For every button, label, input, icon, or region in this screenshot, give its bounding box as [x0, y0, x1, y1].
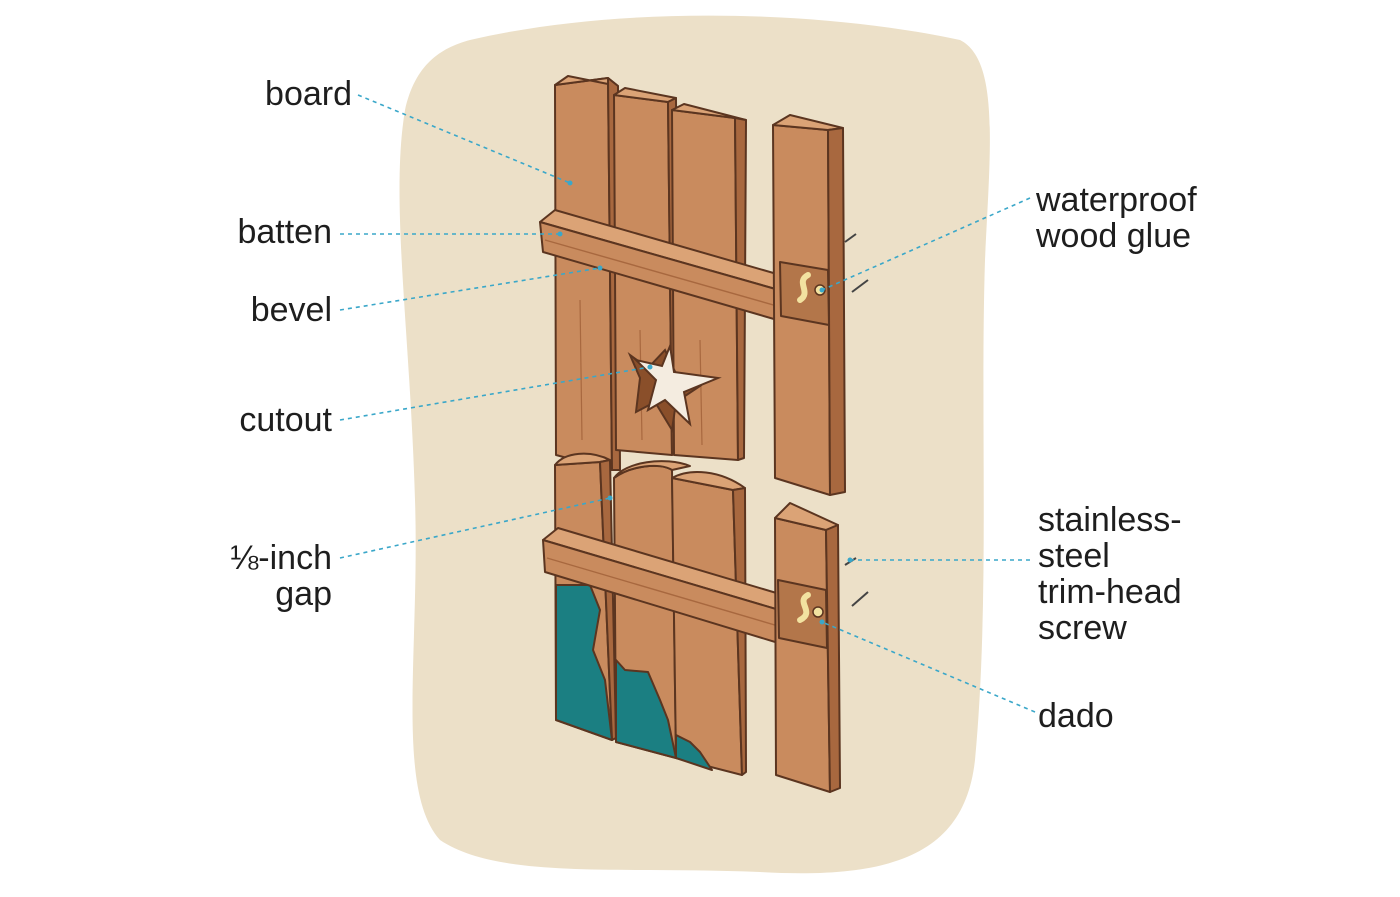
bottom-stile [774, 502, 841, 793]
label-screw: stainless- steel trim-head screw [1038, 502, 1182, 646]
label-gap-line-2: gap [275, 575, 332, 613]
bottom-shutter-boards [554, 452, 747, 776]
label-screw-line-4: screw [1038, 609, 1127, 647]
leader-bevel [339, 267, 601, 311]
leader-board [357, 94, 571, 184]
label-glue-line-1: waterproof [1036, 181, 1197, 219]
leader-dots [557, 180, 853, 625]
leader-gap [339, 497, 611, 559]
leader-dado [821, 621, 1036, 713]
leader-lines [339, 94, 1036, 713]
leader-glue [821, 197, 1031, 291]
screws-top [844, 233, 869, 293]
star-cutout [627, 342, 722, 433]
top-stile [772, 114, 846, 496]
label-gap: ⅛-inch gap [160, 540, 332, 612]
label-gap-line-1: ⅛-inch [229, 539, 332, 577]
label-screw-line-2: steel [1038, 537, 1110, 575]
label-glue: waterproof wood glue [1036, 182, 1197, 254]
label-bevel: bevel [250, 291, 332, 329]
label-screw-line-1: stainless- [1038, 501, 1182, 539]
label-batten: batten [237, 213, 332, 251]
label-glue-line-2: wood glue [1036, 217, 1192, 255]
label-screw-line-3: trim-head [1038, 573, 1182, 611]
label-dado: dado [1038, 697, 1114, 735]
label-board: board [265, 75, 352, 113]
label-cutout: cutout [239, 401, 332, 439]
